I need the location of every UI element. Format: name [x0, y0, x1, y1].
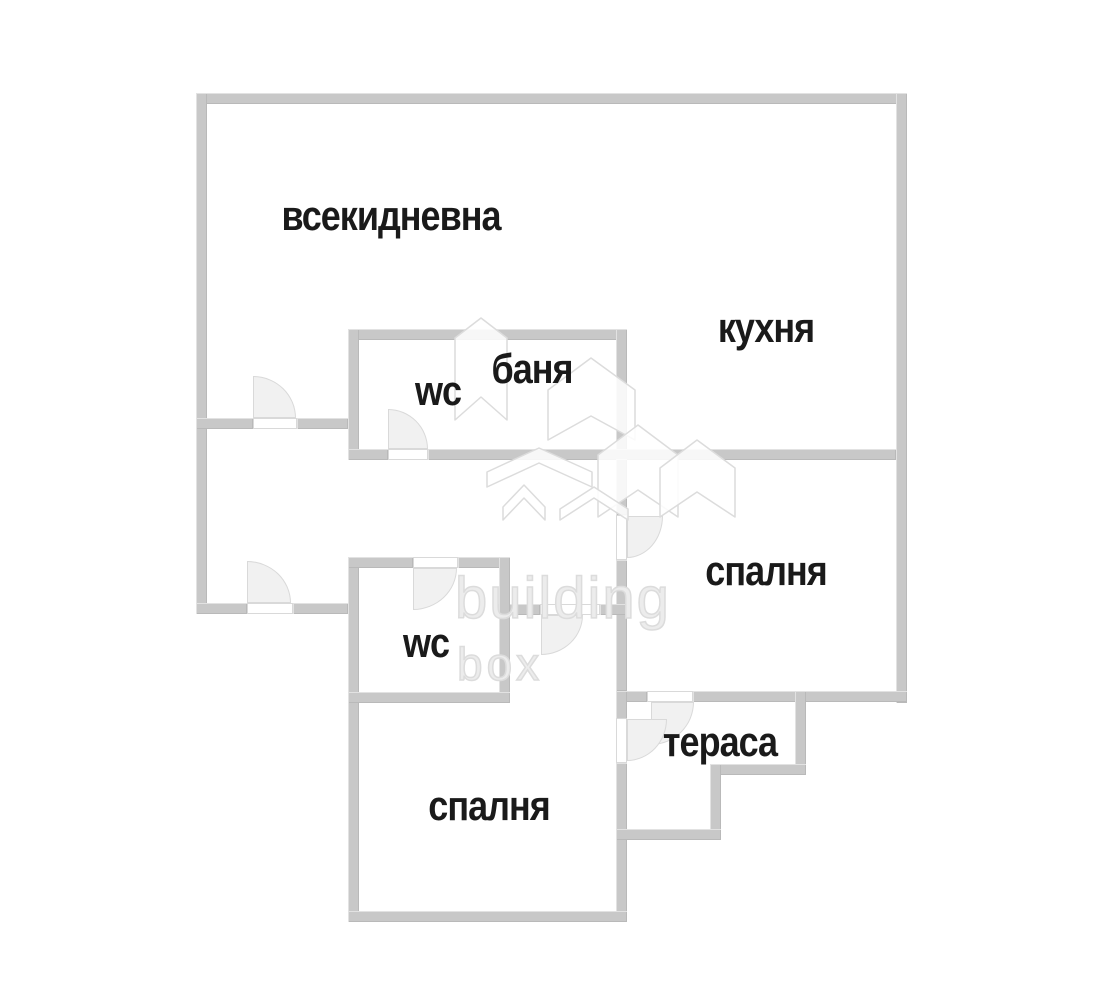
wall-terrace-right: [795, 691, 806, 775]
wall-wc-lower-top-b: [458, 557, 510, 568]
wall-bedroom-lower-right-a: [616, 691, 627, 719]
wall-wc-lower-bottom: [348, 692, 510, 703]
wall-bedroom-upper-left-a: [616, 459, 627, 515]
door-swing-entrance: [247, 561, 291, 603]
wall-bathroom-right: [616, 329, 627, 459]
door-opening-wc-lower: [413, 557, 458, 568]
door-opening-entrance: [247, 603, 293, 614]
wall-terrace-bottom: [616, 829, 721, 840]
wall-bedroom-lower-top-a: [616, 691, 647, 702]
room-label-kitchen: кухня: [717, 303, 815, 351]
wall-corridor-top-b: [297, 418, 348, 429]
wall-bathroom-left: [348, 329, 359, 460]
room-label-bathroom: баня: [491, 344, 573, 392]
door-swing-terrace-lower: [627, 719, 667, 761]
door-opening-terrace-upper: [647, 691, 693, 702]
room-label-terrace: тераса: [662, 717, 778, 765]
room-label-wc-upper: wc: [414, 366, 462, 414]
watermark-house-icon: [502, 484, 546, 521]
wall-corridor-bottom-b: [293, 603, 348, 614]
wall-terrace-step-h: [710, 764, 806, 775]
room-label-living-room: всекидневна: [281, 191, 502, 239]
door-opening-bathroom: [388, 449, 428, 460]
door-swing-wc-lower: [413, 568, 457, 610]
watermark-house-icon: [597, 424, 679, 518]
wall-bedroom-upper-left-b: [616, 560, 627, 691]
door-swing-living-corridor: [253, 376, 296, 418]
wall-bedroom-lower-right-b: [616, 763, 627, 922]
wall-bathroom-top: [348, 329, 627, 340]
wall-terrace-step-v: [710, 764, 721, 840]
wall-corridor-top-a: [196, 418, 253, 429]
wall-wc-lower-right: [499, 557, 510, 703]
door-opening-living-corridor: [253, 418, 297, 429]
wall-outer-top: [196, 93, 907, 104]
wall-bedroom-lower-bottom: [348, 911, 627, 922]
wall-kitchen-bottom: [428, 449, 896, 460]
wall-wc-lower-top-a: [348, 557, 413, 568]
wall-wc-lower-left-long: [348, 557, 359, 922]
wall-outer-right: [896, 93, 907, 703]
wall-hall-bottom-b: [600, 604, 627, 615]
room-label-bedroom-upper: спалня: [705, 546, 827, 594]
watermark-text-box: box: [456, 638, 544, 690]
door-opening-terrace-lower: [616, 718, 627, 763]
door-swing-bedroom-upper: [627, 516, 663, 558]
door-opening-bedroom-upper: [616, 515, 627, 560]
wall-hall-bottom-a: [498, 604, 540, 615]
door-swing-bathroom: [388, 409, 428, 449]
wall-bathroom-bottom-a: [348, 449, 388, 460]
wall-outer-left: [196, 93, 207, 614]
watermark-text-building: building: [454, 566, 671, 631]
door-swing-bedroom-lower: [541, 615, 583, 655]
room-label-wc-lower: wc: [402, 618, 450, 666]
watermark-logo: [454, 317, 736, 521]
wall-corridor-bottom-a: [196, 603, 247, 614]
room-label-bedroom-lower: спалня: [428, 781, 550, 829]
